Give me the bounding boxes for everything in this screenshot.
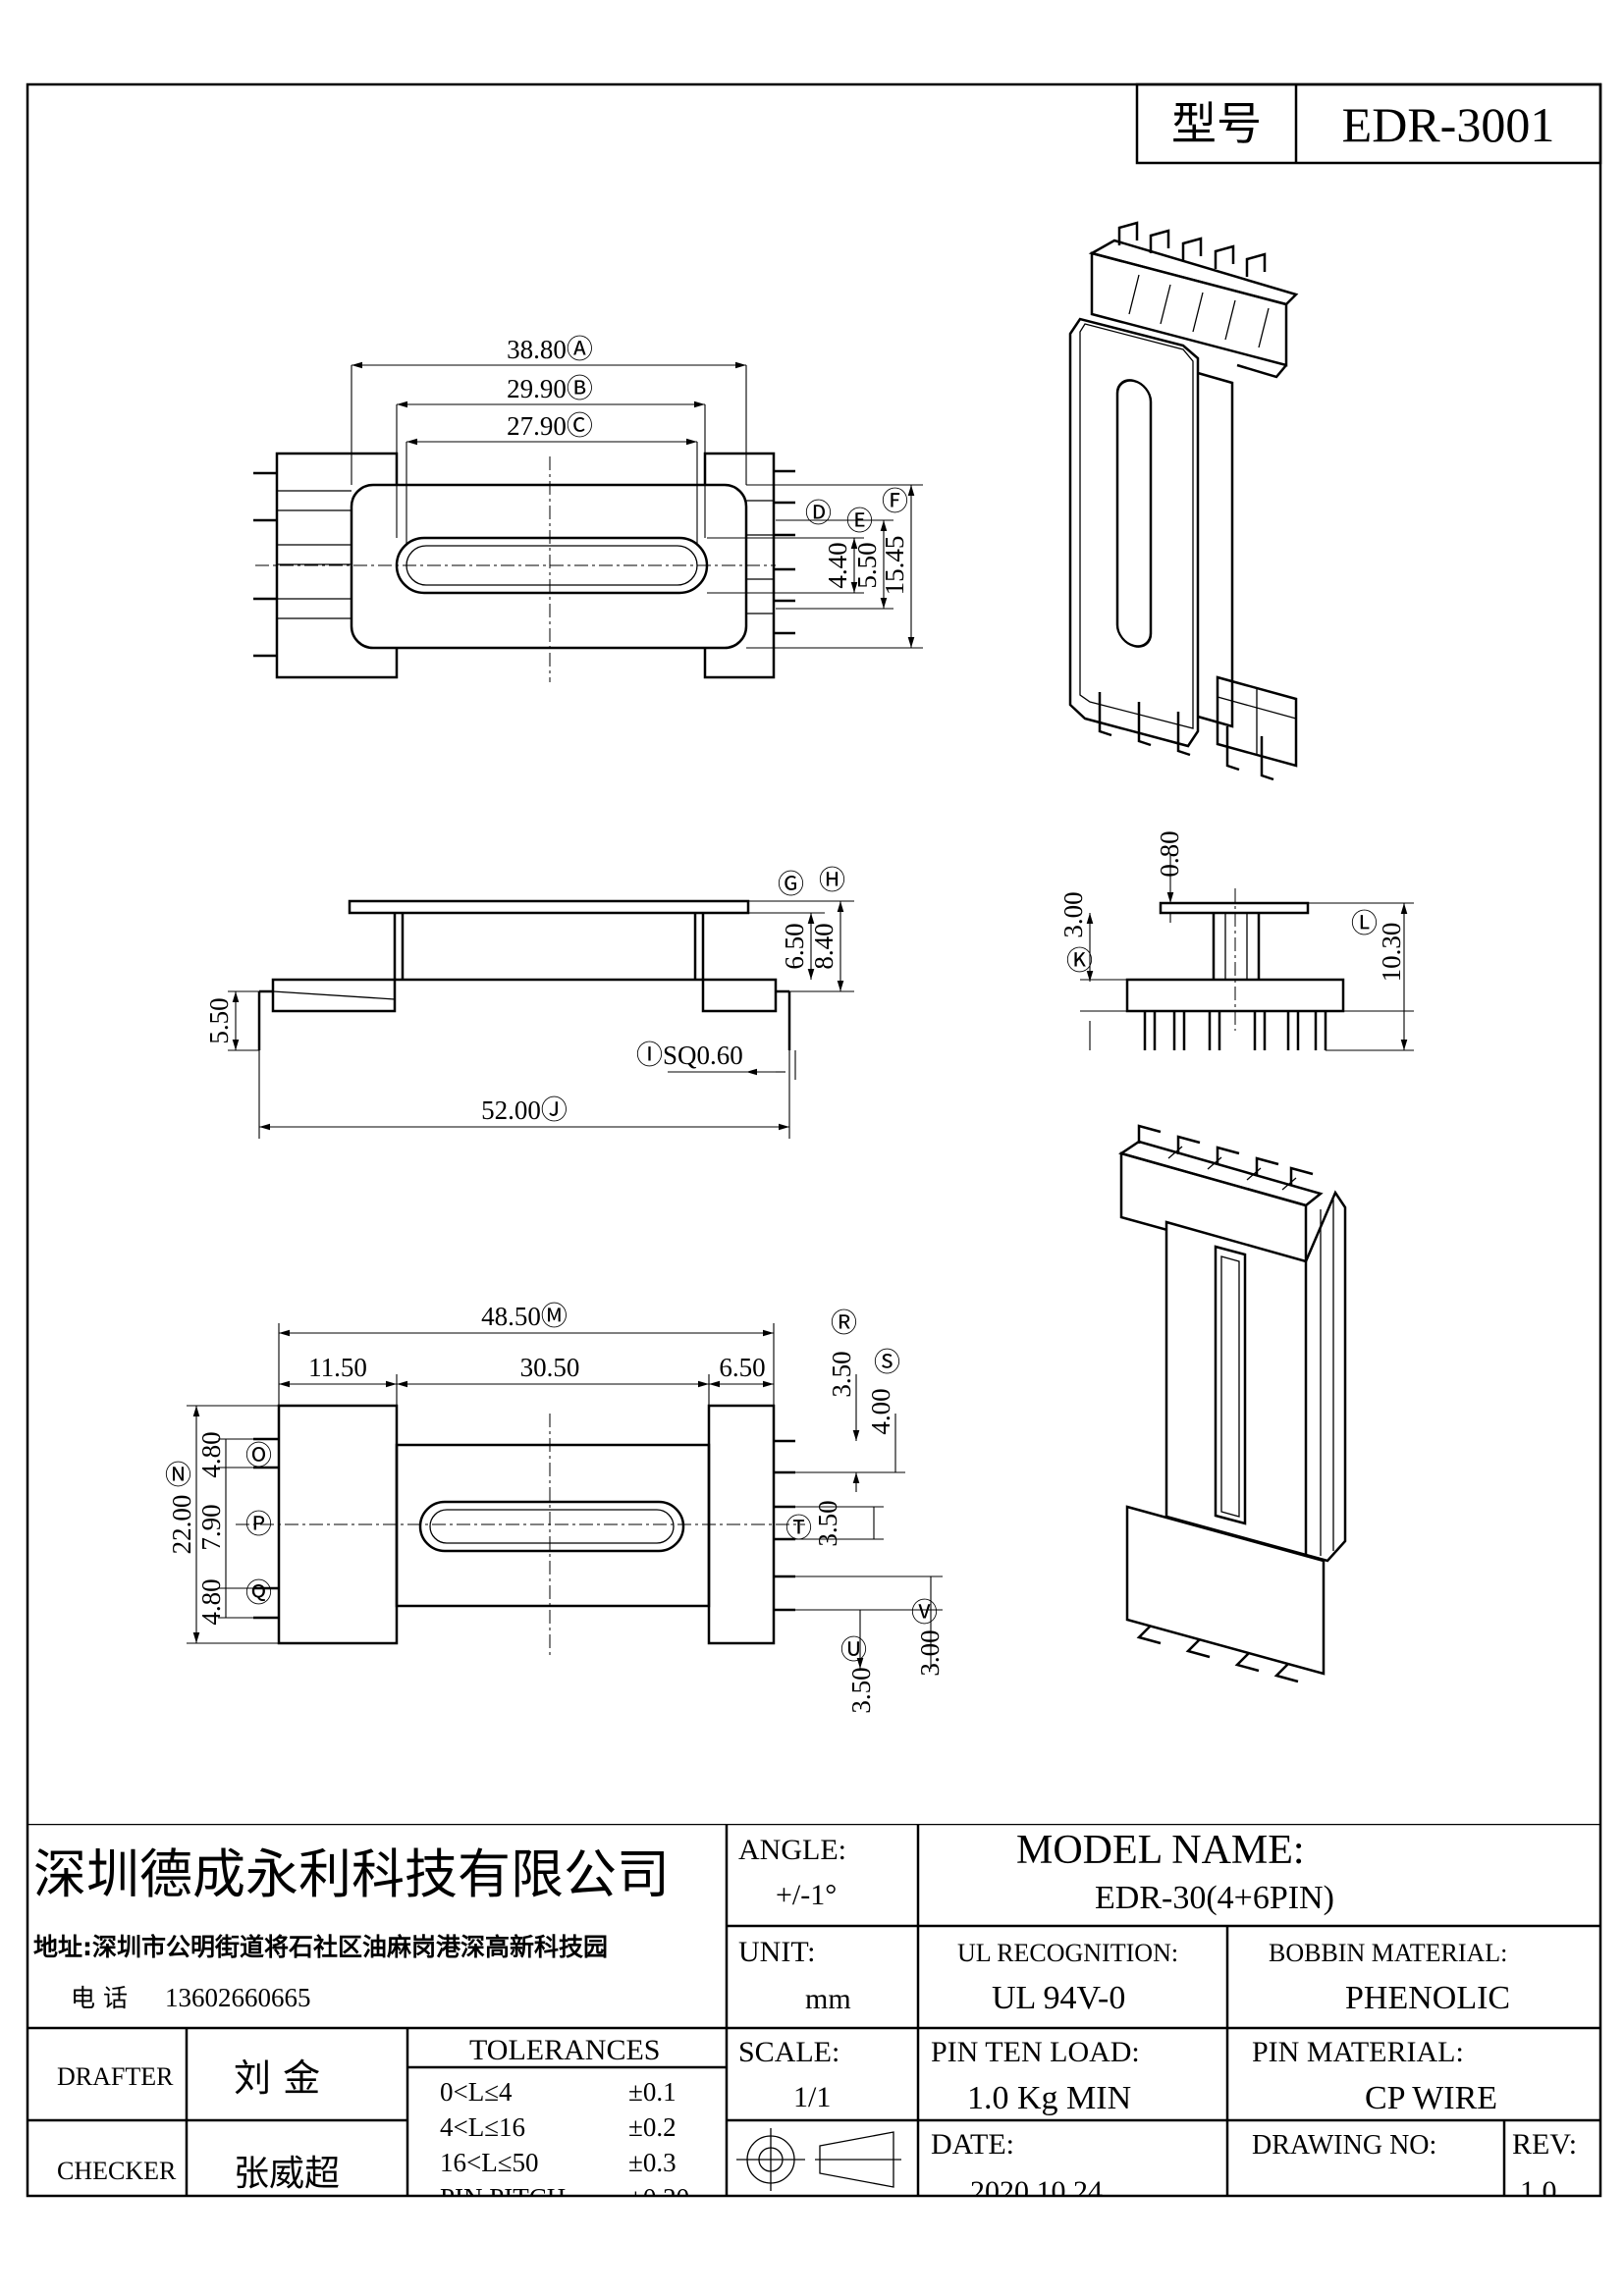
marker-n: Ⓝ [165,1461,191,1490]
model-box: 型号 EDR-3001 [1135,82,1602,165]
pin-ten-load-label: PIN TEN LOAD: [931,2036,1140,2068]
marker-r: Ⓡ [831,1308,857,1338]
scale-label: SCALE: [738,2036,839,2068]
dim-q-value: 4.80 [196,1578,226,1625]
drafter-label: DRAFTER [57,2062,174,2091]
dim-n-value: 22.00 [167,1495,196,1555]
dim-k-value: 3.00 [1058,891,1088,937]
tol-range-2: 4<L≤16 [440,2112,525,2142]
dim-v-value: 3.00 [915,1629,945,1676]
date-value: 2020.10.24 [970,2175,1103,2208]
bottom-view: 48.50Ⓜ 11.50 30.50 6.50 Ⓡ 3.50 Ⓢ 4.00 Ⓝ … [165,1302,945,1714]
dim-pin-length: 5.50 [204,997,234,1043]
drawing-no-label: DRAWING NO: [1252,2130,1436,2161]
side-view: Ⓖ Ⓗ 6.50 8.40 5.50 52.00Ⓙ ⒾSQ0.60 [204,866,854,1139]
dim-s-value: 4.00 [866,1388,895,1434]
model-value: EDR-3001 [1342,97,1555,152]
scale-value: 1/1 [793,2081,831,2113]
dim-end-flange: 0.80 [1155,830,1184,877]
dim-u-value: 3.50 [846,1667,876,1713]
drafter-name: 刘 金 [234,2056,320,2100]
unit-label: UNIT: [738,1936,816,1968]
title-block: 深圳德成永利科技有限公司 地址:深圳市公明街道将石社区油麻岗港深高新科技园 电 … [27,1824,1600,2213]
bobbin-material-value: PHENOLIC [1345,1980,1510,2016]
tol-value-3: ±0.3 [628,2148,677,2177]
dim-h-value: 8.40 [809,923,839,969]
tol-value-2: ±0.2 [628,2112,677,2142]
dim-e-value: 4.40 [823,542,852,588]
marker-k: Ⓚ [1066,946,1093,976]
phone-number: 13602660665 [165,1983,311,2012]
dim-f-value: 15.45 [880,536,909,596]
marker-t: Ⓣ [785,1514,812,1543]
tol-value-4: ±0.20 [628,2183,689,2213]
rev-value: 1.0 [1520,2175,1557,2208]
tol-range-1: 0<L≤4 [440,2077,513,2107]
checker-name: 张威超 [234,2154,340,2194]
iso-view-1 [1068,221,1299,781]
dim-e2-value: 5.50 [852,542,882,588]
iso-view-2 [1118,1124,1347,1683]
dim-j: 52.00Ⓙ [481,1095,568,1125]
pin-ten-load-value: 1.0 Kg MIN [967,2080,1131,2116]
marker-o: Ⓞ [245,1441,272,1470]
bobbin-material-label: BOBBIN MATERIAL: [1269,1939,1507,1967]
projection-symbol [736,2128,901,2191]
model-name-label: MODEL NAME: [1016,1828,1305,1873]
marker-p: Ⓟ [245,1510,272,1539]
marker-g: Ⓖ [778,870,804,899]
dim-flange-left: 11.50 [308,1353,367,1382]
marker-u: Ⓤ [840,1635,867,1665]
company-address: 地址:深圳市公明街道将石社区油麻岗港深高新科技园 [33,1933,608,1961]
dim-m: 48.50Ⓜ [481,1302,568,1331]
marker-e: Ⓔ [846,507,873,536]
pin-material-label: PIN MATERIAL: [1252,2036,1464,2068]
ul-value: UL 94V-0 [992,1980,1125,2016]
marker-d: Ⓓ [805,499,832,528]
model-label: 型号 [1171,97,1262,150]
marker-q: Ⓠ [245,1578,272,1608]
date-label: DATE: [931,2128,1014,2161]
end-view: 0.80 3.00 Ⓚ Ⓛ 10.30 [1058,830,1414,1051]
marker-s: Ⓢ [874,1348,900,1377]
dim-b: 29.90Ⓑ [507,374,593,403]
rev-label: REV: [1512,2128,1577,2161]
marker-f: Ⓕ [882,487,908,516]
marker-l: Ⓛ [1351,909,1378,938]
dim-t-value: 3.50 [813,1500,842,1546]
top-view: 38.80Ⓐ 29.90Ⓑ 27.90Ⓒ Ⓓ Ⓔ Ⓕ 4.40 5.50 15.… [253,335,923,682]
tolerances-label: TOLERANCES [469,2034,660,2066]
dim-a: 38.80Ⓐ [507,335,593,364]
ul-label: UL RECOGNITION: [957,1939,1178,1967]
tol-value-1: ±0.1 [628,2077,677,2107]
dim-g-value: 6.50 [780,923,809,969]
tol-range-4: PIN PITCH [440,2183,566,2213]
dim-c: 27.90Ⓒ [507,411,593,441]
phone-label: 电 话 [71,1984,128,2012]
angle-label: ANGLE: [738,1834,846,1866]
company-name: 深圳德成永利科技有限公司 [33,1843,670,1905]
checker-label: CHECKER [57,2157,177,2185]
marker-h: Ⓗ [819,866,845,895]
dim-core: 30.50 [520,1353,580,1382]
marker-v: Ⓥ [911,1598,938,1628]
dim-r-value: 3.50 [827,1351,856,1397]
dim-flange-right: 6.50 [719,1353,765,1382]
dim-p-value: 7.90 [196,1504,226,1550]
unit-value: mm [805,1983,851,2015]
model-name-value: EDR-30(4+6PIN) [1095,1880,1334,1916]
pin-size-label: ⒾSQ0.60 [636,1041,743,1070]
tol-range-3: 16<L≤50 [440,2148,539,2177]
pin-material-value: CP WIRE [1365,2080,1497,2116]
dim-o-value: 4.80 [196,1431,226,1477]
angle-value: +/-1° [776,1879,837,1911]
sheet-border [26,82,1602,2198]
dim-l-value: 10.30 [1377,923,1406,983]
